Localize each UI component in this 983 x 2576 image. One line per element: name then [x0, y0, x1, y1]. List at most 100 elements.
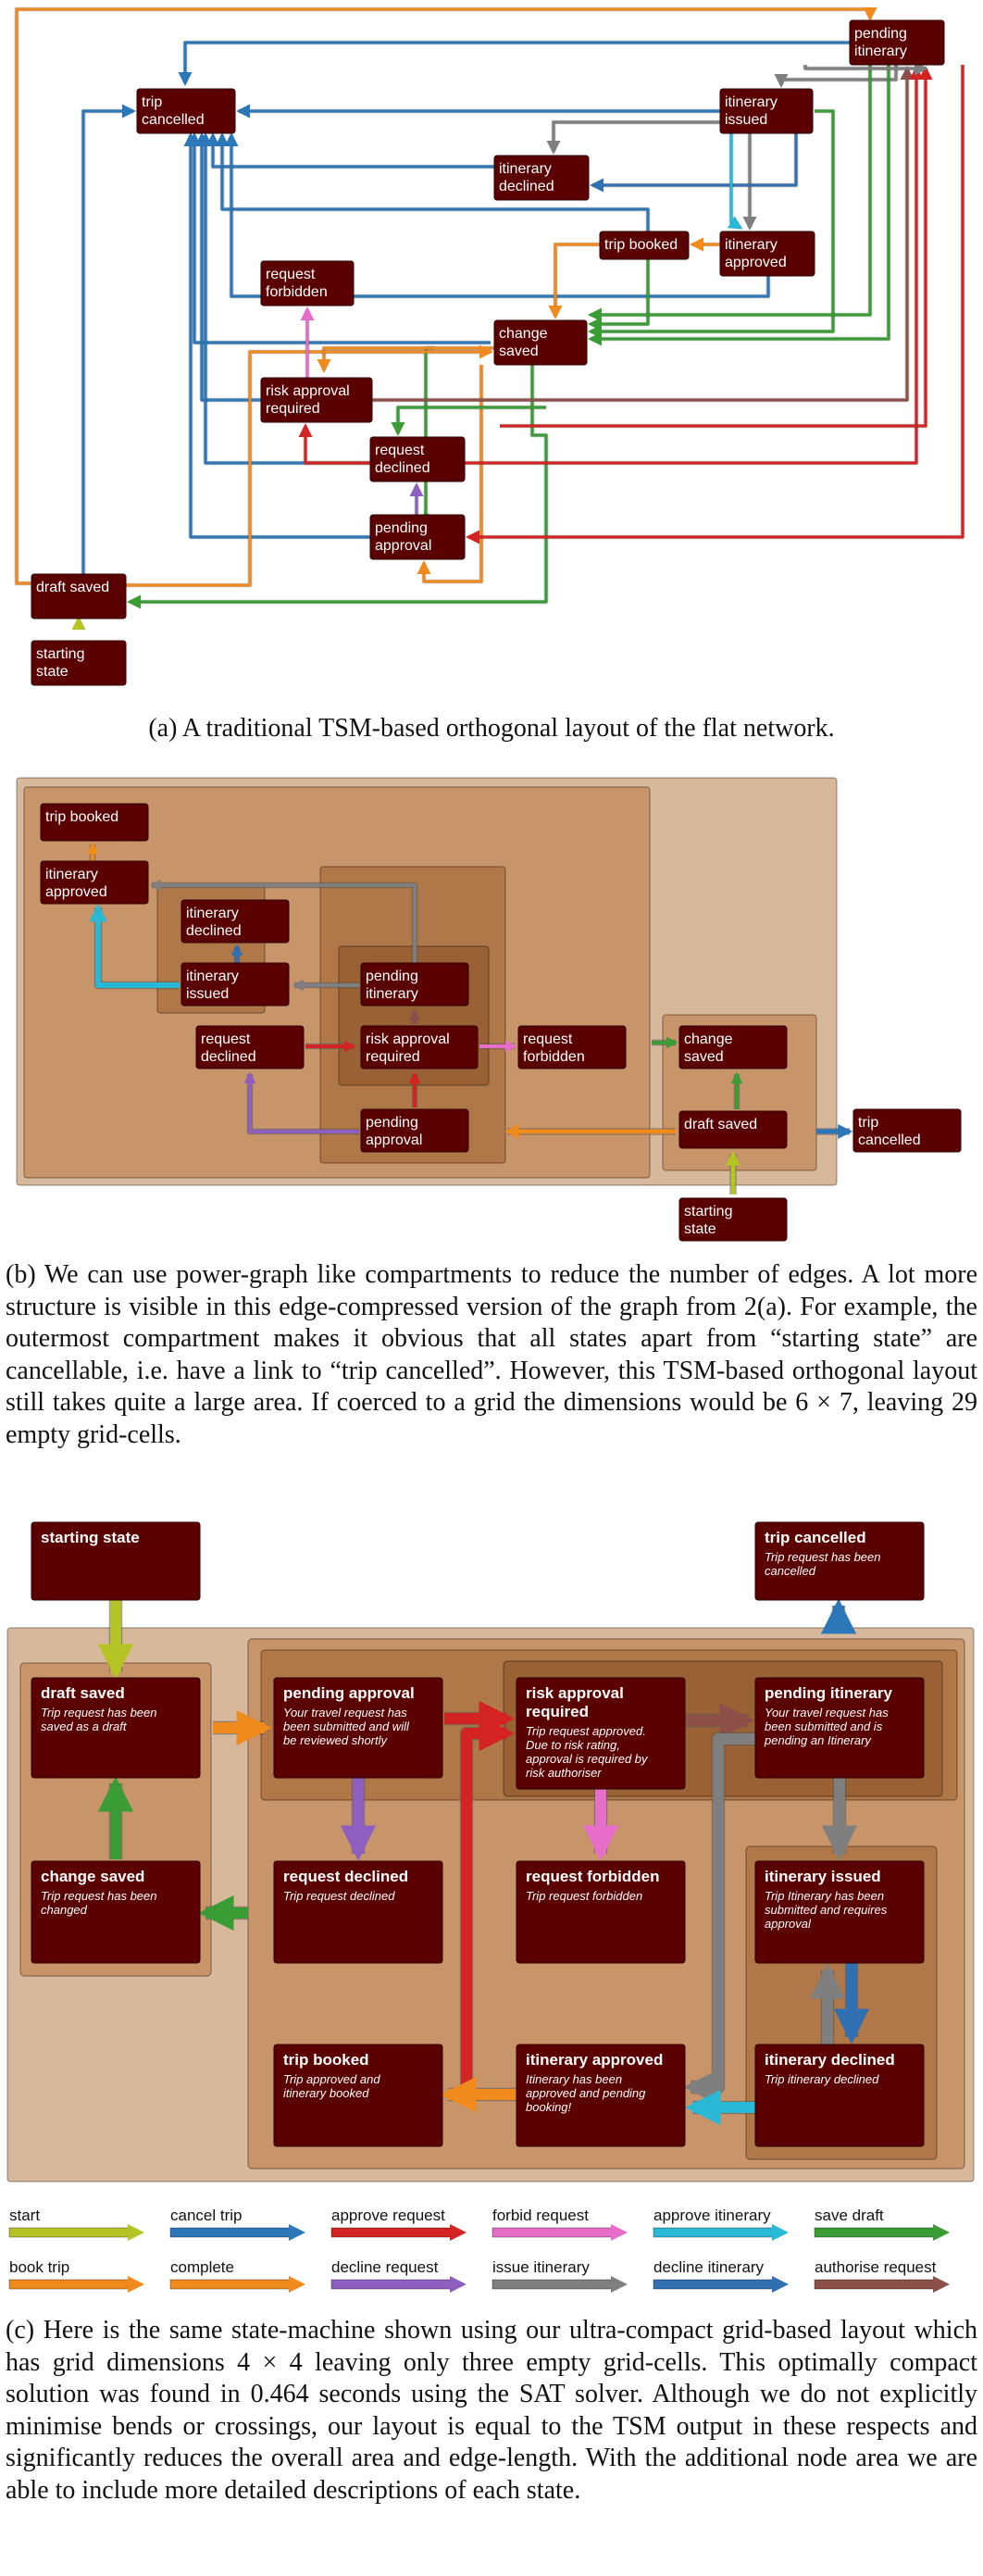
caption-panel-b: (b) We can use power-graph like compartm… [6, 1259, 977, 1451]
node-label: approval [366, 1132, 422, 1148]
node-label: declined [201, 1049, 256, 1065]
node-label: trip booked [45, 809, 118, 825]
node-label: itinerary [854, 44, 907, 59]
edge-a-save-2 [588, 108, 836, 339]
node-title: itinerary declined [765, 2051, 895, 2069]
caption-panel-c: (c) Here is the same state-machine shown… [6, 2315, 977, 2507]
node-desc: Trip itinerary declined [765, 2072, 879, 2086]
caption-panel-c-text: (c) Here is the same state-machine shown… [6, 2316, 977, 2505]
edge-a-issue-2 [546, 119, 720, 155]
node-label: approved [45, 884, 107, 900]
node-desc: booking! [526, 2100, 572, 2114]
legend-label: approve request [331, 2207, 445, 2224]
legend-swatch [8, 2279, 131, 2290]
node-desc: Trip request forbidden [526, 1889, 642, 1903]
legend-item-cancel-trip: cancel trip [169, 2207, 305, 2241]
edge-b-decline [243, 1071, 359, 1135]
node-label: declined [375, 460, 430, 476]
node-label: itinerary [725, 237, 778, 253]
node-title: risk approval [526, 1684, 624, 1702]
node-title: trip booked [283, 2051, 369, 2069]
node-label: change [684, 1032, 733, 1047]
node-desc: Trip request approved. [526, 1724, 646, 1738]
node-desc: approval [765, 1917, 812, 1931]
legend-arrowhead [611, 2276, 628, 2293]
node-label: pending [375, 520, 428, 536]
legend-swatch [653, 2227, 775, 2238]
node-desc: Trip request declined [283, 1889, 395, 1903]
node-label: itinerary [725, 94, 778, 110]
edge-a-save-4 [588, 65, 891, 346]
node-itinerary-issued: itinerary issued [719, 88, 814, 134]
legend-item-forbid-request: forbid request [492, 2207, 628, 2241]
edge-a-approve-4 [500, 66, 933, 429]
node-label: itinerary [366, 986, 418, 1002]
node-label: issued [186, 986, 229, 1002]
node-label: issued [725, 112, 767, 128]
node-title: request forbidden [526, 1868, 660, 1885]
node-desc: Trip approved and [283, 2072, 380, 2086]
legend-arrowhead [450, 2224, 467, 2241]
node-desc: Your travel request has [283, 1706, 407, 1719]
node-label: trip [858, 1115, 878, 1131]
edge-a-book-3 [126, 344, 493, 588]
node-title: pending itinerary [765, 1684, 892, 1702]
node-label: draft saved [684, 1117, 757, 1132]
edge-a-cancel-3 [205, 132, 494, 169]
edge-a-apprit [727, 133, 743, 230]
legend-swatch [330, 2227, 453, 2238]
legend-item-authorise-request: authorise request [814, 2258, 950, 2293]
edge-b-approve-it [89, 904, 180, 990]
edge-a-cancel-5 [194, 132, 261, 403]
legend-arrowhead [289, 2276, 305, 2293]
legend-item-complete: complete [169, 2258, 305, 2293]
caption-panel-b-text: (b) We can use power-graph like compartm… [6, 1260, 977, 1449]
node-label: cancelled [858, 1132, 921, 1148]
legend-label: start [9, 2207, 40, 2224]
legend-item-decline-request: decline request [330, 2258, 467, 2293]
legend-swatch [653, 2279, 775, 2290]
node-label: request [523, 1032, 573, 1047]
node-title: required [526, 1703, 589, 1720]
node-desc: Your travel request has [765, 1706, 889, 1719]
legend-item-book-trip: book trip [8, 2258, 144, 2293]
legend-arrowhead [450, 2276, 467, 2293]
edge-c-issue-2 [683, 1732, 755, 2106]
legend-label: complete [170, 2258, 234, 2276]
node-label: itinerary [186, 969, 239, 984]
edge-b-issue-2 [149, 879, 418, 963]
legend-label: save draft [815, 2207, 884, 2224]
node-title: itinerary issued [765, 1868, 881, 1885]
node-label: forbidden [523, 1049, 585, 1065]
legend-arrowhead [611, 2224, 628, 2241]
node-desc: be reviewed shortly [283, 1733, 388, 1747]
node-desc: itinerary booked [283, 2086, 369, 2100]
legend-item-approve-request: approve request [330, 2207, 467, 2241]
node-draft-saved: draft saved [31, 573, 127, 619]
node-starting-state: starting state [31, 1521, 201, 1601]
legend-swatch [169, 2279, 292, 2290]
node-label: required [266, 401, 320, 417]
legend-item-save-draft: save draft [814, 2207, 950, 2241]
edge-a-save-5 [423, 345, 438, 526]
legend-label: issue itinerary [492, 2258, 590, 2276]
node-label: request [266, 267, 316, 282]
legend-item-decline-itinerary: decline itinerary [653, 2258, 789, 2293]
